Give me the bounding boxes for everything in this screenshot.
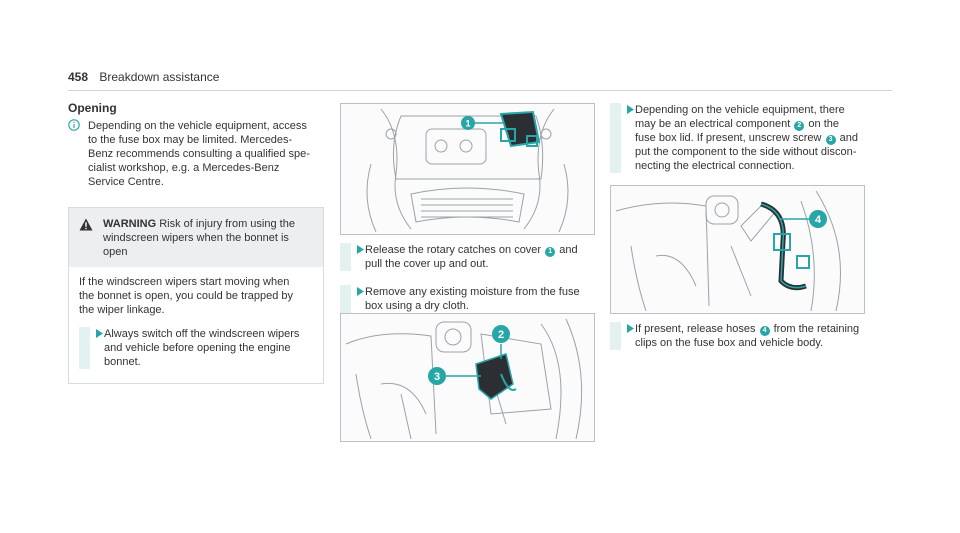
step-text-part: on the fuse box lid. If present, unscrew… (635, 118, 840, 144)
inline-badge-4: 4 (759, 326, 770, 336)
step-release-catches: Release the rotary catches on cover 1 an… (340, 243, 594, 271)
warning-title: WARNING (103, 218, 157, 230)
hose-highlight (760, 201, 810, 291)
step-text-part: If present, release hoses (635, 323, 759, 335)
svg-text:2: 2 (498, 329, 504, 341)
steps-column-3-top: Depending on the vehicle equipment, ther… (610, 103, 892, 173)
step-text-part: Depending on the vehicle equipment, ther… (635, 104, 845, 130)
step-marker (610, 322, 635, 350)
section-title: Breakdown assistance (99, 70, 220, 84)
fuse-box-component-illustration: 2 3 (345, 318, 583, 440)
component-highlight (475, 353, 517, 400)
svg-text:1: 1 (465, 119, 470, 129)
step-electrical-component: Depending on the vehicle equipment, ther… (610, 103, 892, 173)
header-divider (68, 90, 892, 91)
step-release-text: Release the rotary catches on cover 1 an… (365, 243, 578, 271)
warning-step: Always switch off the windscreen wipers … (79, 327, 313, 369)
step-marker (340, 243, 365, 271)
warning-body: If the windscreen wipers start moving wh… (69, 267, 323, 383)
warning-triangle-icon (79, 218, 93, 259)
warning-header: WARNING Risk of injury from using the wi… (69, 208, 323, 267)
step-text-part: and put the component to the side withou… (635, 132, 858, 172)
warning-step-text: Always switch off the windscreen wipers … (104, 328, 300, 368)
inline-badge-1: 1 (545, 247, 556, 257)
step-remove-text: Remove any existing moisture from the fu… (365, 286, 580, 312)
callout-badge-4: 4 (809, 210, 827, 228)
step-bar (610, 103, 621, 173)
step-bar (610, 322, 621, 350)
engine-bay-illustration: 1 (366, 108, 569, 233)
step-release-hoses: If present, release hoses 4 from the ret… (610, 322, 892, 350)
callout-badge-2: 2 (492, 325, 510, 343)
callout-badge-1: 1 (461, 116, 475, 130)
opening-heading: Opening (68, 101, 117, 115)
step-bar (340, 243, 351, 271)
step-electrical-text: Depending on the vehicle equipment, ther… (635, 103, 858, 173)
svg-text:4: 4 (815, 214, 822, 226)
step-arrow-icon (96, 329, 103, 338)
opening-section: Opening Depending on the vehicle equipme… (68, 101, 324, 384)
inline-badge-3: 3 (825, 135, 836, 145)
step-remove-moisture: Remove any existing moisture from the fu… (340, 285, 594, 313)
step-bar (79, 327, 90, 369)
warning-heading-text: WARNING Risk of injury from using the wi… (103, 217, 295, 259)
figure-fuse-box-component: 2 3 (340, 313, 595, 442)
steps-column-3-bottom: If present, release hoses 4 from the ret… (610, 322, 892, 350)
step-marker (340, 285, 365, 313)
svg-text:3: 3 (434, 371, 440, 383)
step-arrow-icon (627, 324, 634, 333)
step-text-part: from the retaining clips on the fuse box… (635, 323, 860, 349)
warning-body-text: If the windscreen wipers start moving wh… (79, 276, 294, 316)
info-note: Depending on the vehicle equipment, acce… (68, 119, 324, 189)
hoses-illustration: 4 (615, 190, 841, 312)
step-arrow-icon (627, 105, 634, 114)
steps-column-2: Release the rotary catches on cover 1 an… (340, 243, 594, 313)
warning-box: WARNING Risk of injury from using the wi… (68, 207, 324, 384)
step-marker (610, 103, 635, 173)
figure-hoses: 4 (610, 185, 865, 314)
figure-engine-bay: 1 (340, 103, 595, 235)
step-hoses-text: If present, release hoses 4 from the ret… (635, 322, 859, 350)
page-header: 458 Breakdown assistance (68, 70, 219, 84)
page-number: 458 (68, 70, 89, 84)
info-note-text: Depending on the vehicle equipment, acce… (88, 120, 310, 188)
step-arrow-icon (357, 245, 364, 254)
warning-headline: Risk of injury from using the windscreen… (103, 218, 295, 258)
step-text-part: and pull the cover up and out. (365, 244, 578, 270)
inline-badge-2: 2 (794, 121, 805, 131)
step-text-part: Release the rotary catches on cover (365, 244, 545, 256)
step-arrow-icon (357, 287, 364, 296)
fuse-box-highlight (499, 110, 541, 148)
callout-badge-3: 3 (428, 367, 446, 385)
step-marker (79, 327, 104, 369)
step-bar (340, 285, 351, 313)
info-icon (68, 119, 81, 189)
